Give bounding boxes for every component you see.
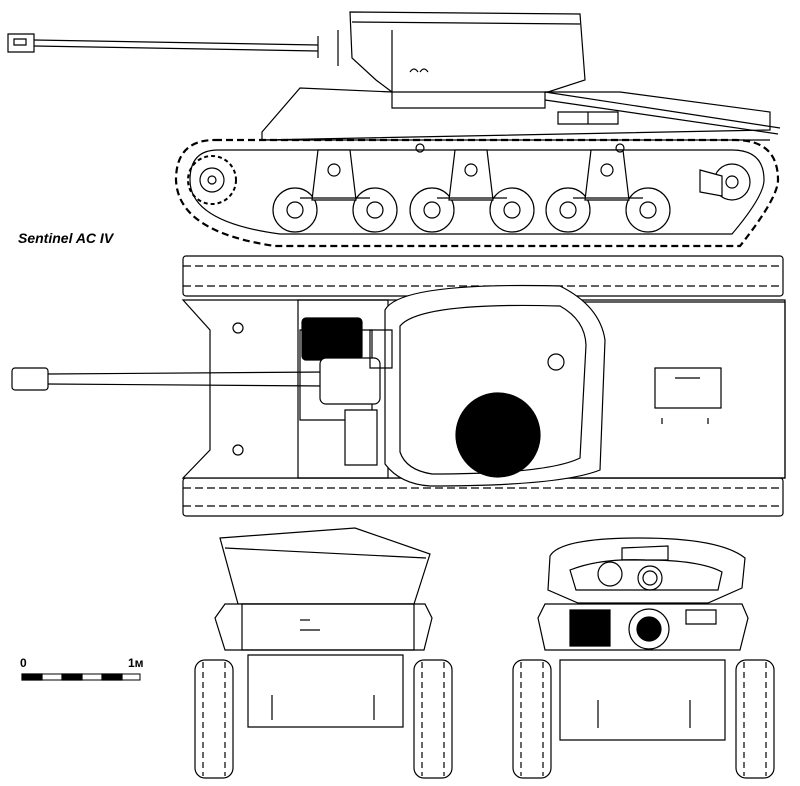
side-gun <box>8 30 384 66</box>
rear-hull <box>538 604 748 740</box>
top-view <box>12 256 785 516</box>
front-track-left <box>195 660 233 778</box>
front-view <box>195 528 452 778</box>
top-track-lower <box>183 478 783 516</box>
side-sprocket <box>188 156 236 204</box>
side-bogies <box>273 144 670 232</box>
bogie-3 <box>546 150 670 232</box>
front-turret <box>220 528 430 604</box>
side-turret <box>350 12 585 92</box>
scale-start-label: 0 <box>20 656 27 670</box>
front-track-right <box>414 660 452 778</box>
side-track <box>176 140 778 246</box>
top-turret <box>370 286 605 487</box>
side-idler <box>700 164 750 200</box>
scale-bar <box>22 674 140 680</box>
bogie-2 <box>410 150 534 232</box>
drawing-title: Sentinel AC IV <box>18 230 114 246</box>
rear-track-left <box>513 660 551 778</box>
rear-turret <box>548 538 745 603</box>
rear-view <box>513 538 774 778</box>
side-view <box>8 12 780 246</box>
scale-end-label: 1м <box>128 656 144 670</box>
top-gun <box>12 358 380 465</box>
bogie-1 <box>273 150 397 232</box>
side-hull <box>262 88 780 140</box>
rear-track-right <box>736 660 774 778</box>
front-hull <box>215 604 432 727</box>
